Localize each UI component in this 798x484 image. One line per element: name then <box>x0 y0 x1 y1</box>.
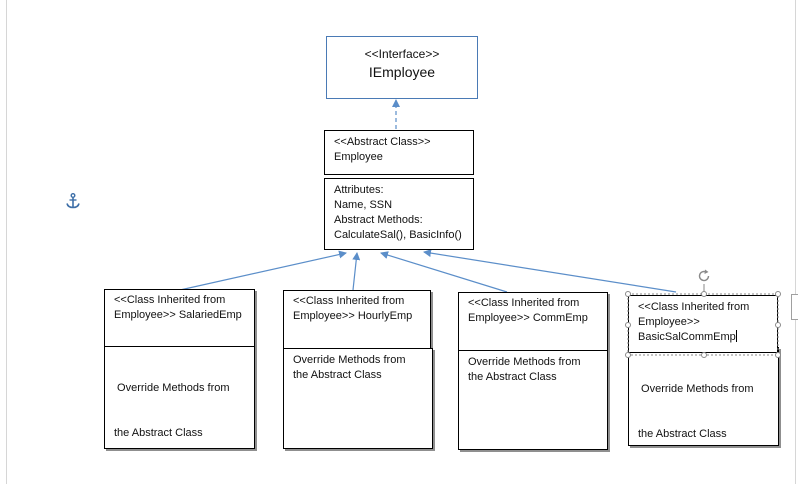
class-header-line-editing: BasicSalCommEmp <box>638 330 777 345</box>
class-body-line: the Abstract Class <box>638 428 727 440</box>
interface-stereotype: <<Interface>> <box>364 47 440 61</box>
abstract-class-line: CalculateSal(), BasicInfo() <box>334 229 462 241</box>
class-hourly-body[interactable]: Override Methods from the Abstract Class <box>283 348 433 449</box>
class-header-line: Employee>> CommEmp <box>468 312 588 324</box>
page-edge-right <box>795 0 796 484</box>
class-body-line: the Abstract Class <box>468 371 557 383</box>
inheritance-connector-comm <box>380 251 508 293</box>
abstract-class-line: Attributes: <box>334 184 384 196</box>
resize-handle-e[interactable] <box>775 322 781 328</box>
class-header-line: <<Class Inherited from <box>293 295 405 307</box>
class-body-line: the Abstract Class <box>293 369 382 381</box>
class-body-line: Override Methods from <box>293 354 406 366</box>
resize-handle-nw[interactable] <box>625 291 631 297</box>
class-body-line: Override Methods from <box>468 356 581 368</box>
layout-options-tab[interactable] <box>791 294 798 320</box>
resize-handle-s[interactable] <box>701 352 707 358</box>
page-edge-left <box>6 0 7 484</box>
class-header-text: BasicSalCommEmp <box>638 331 736 343</box>
class-salaried-body[interactable]: Override Methods from the Abstract Class <box>104 346 255 449</box>
inheritance-connector-salaried <box>179 250 347 291</box>
class-header-line: <<Class Inherited from <box>114 294 226 306</box>
resize-handle-w[interactable] <box>625 322 631 328</box>
inheritance-connector-hourly <box>352 252 361 291</box>
rotate-icon[interactable] <box>696 268 712 284</box>
class-body-line: Override Methods from <box>638 383 754 395</box>
class-header-line: <<Class Inherited from <box>468 297 580 309</box>
resize-handle-ne[interactable] <box>775 291 781 297</box>
abstract-class-line: Name, SSN <box>334 199 393 211</box>
class-header-line: Employee>> <box>638 316 700 328</box>
abstract-class-body[interactable]: Attributes: Name, SSN Abstract Methods: … <box>324 178 474 250</box>
interface-box[interactable]: <<Interface>> IEmployee <box>326 36 478 99</box>
class-basicsalcomm-header[interactable]: <<Class Inherited from Employee>> BasicS… <box>628 295 778 353</box>
class-header-line: Employee>> HourlyEmp <box>293 310 413 322</box>
class-comm-header[interactable]: <<Class Inherited from Employee>> CommEm… <box>458 292 608 351</box>
inheritance-connector-basicsalcomm <box>423 249 677 293</box>
class-hourly-header[interactable]: <<Class Inherited from Employee>> Hourly… <box>283 290 431 349</box>
class-body-line: the Abstract Class <box>114 427 203 439</box>
interface-name: IEmployee <box>368 64 436 80</box>
resize-handle-se[interactable] <box>775 352 781 358</box>
class-header-line: Employee>> SalariedEmp <box>114 309 242 321</box>
class-header-line: <<Class Inherited from <box>638 301 750 313</box>
class-basicsalcomm-body[interactable]: Override Methods from the Abstract Class <box>628 347 779 446</box>
text-cursor <box>735 330 737 342</box>
abstract-class-name: Employee <box>334 151 383 163</box>
abstract-class-stereotype: <<Abstract Class>> <box>334 136 431 148</box>
class-comm-body[interactable]: Override Methods from the Abstract Class <box>458 350 608 450</box>
abstract-class-line: Abstract Methods: <box>334 214 423 226</box>
class-body-line: Override Methods from <box>114 382 230 394</box>
anchor-icon <box>64 192 82 210</box>
resize-handle-sw[interactable] <box>625 352 631 358</box>
abstract-class-header[interactable]: <<Abstract Class>> Employee <box>324 130 474 175</box>
class-salaried-header[interactable]: <<Class Inherited from Employee>> Salari… <box>104 289 255 347</box>
resize-handle-n[interactable] <box>701 291 707 297</box>
